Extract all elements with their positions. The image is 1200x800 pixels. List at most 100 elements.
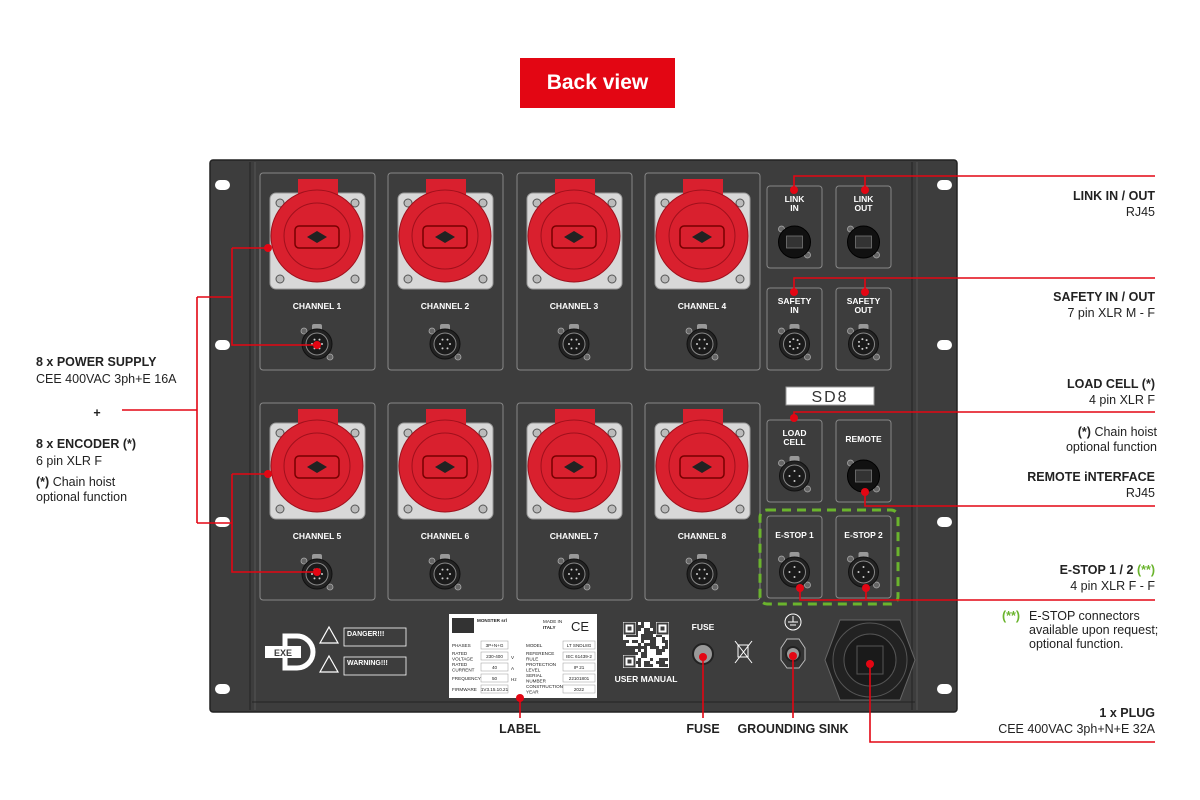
estop-note-mark: (**) bbox=[1002, 609, 1020, 623]
user-manual-text: USER MANUAL bbox=[615, 674, 678, 684]
power-sub: CEE 400VAC 3ph+E 16A bbox=[36, 372, 177, 386]
cee-16a-socket[interactable] bbox=[397, 179, 494, 290]
encoder-xlr-connector[interactable] bbox=[557, 554, 591, 591]
encoder-xlr-connector[interactable] bbox=[557, 324, 591, 361]
plug-title: 1 x PLUG bbox=[1099, 706, 1155, 720]
fuse-panel-text: FUSE bbox=[692, 622, 715, 632]
title-badge: Back view bbox=[520, 58, 675, 108]
svg-text:EXE: EXE bbox=[274, 648, 292, 658]
estop-note-1: E-STOP connectors bbox=[1029, 609, 1140, 623]
label-unit: A bbox=[511, 666, 515, 671]
channel-5: CHANNEL 5 bbox=[259, 402, 376, 601]
channel-3: CHANNEL 3 bbox=[516, 172, 633, 371]
safety-in-label: SAFETY bbox=[778, 296, 812, 306]
estop-title: E-STOP 1 / 2 (**) bbox=[1060, 563, 1155, 577]
ce-mark: CE bbox=[571, 619, 589, 634]
qr-code-icon bbox=[623, 622, 669, 668]
encoder-xlr-connector[interactable] bbox=[685, 324, 719, 361]
label-value: 22101801 bbox=[569, 676, 590, 681]
model-badge bbox=[785, 386, 875, 406]
channel-label: CHANNEL 6 bbox=[421, 531, 470, 541]
channel-label: CHANNEL 1 bbox=[293, 301, 342, 311]
label-value: 50 bbox=[492, 676, 498, 681]
label-unit: Hz bbox=[511, 677, 517, 682]
link-in-connector[interactable] bbox=[778, 225, 811, 259]
channel-label: CHANNEL 7 bbox=[550, 531, 599, 541]
warning-triangle-icon bbox=[318, 625, 340, 673]
cee-16a-socket[interactable] bbox=[526, 179, 623, 290]
chain-note-right-1: (*) Chain hoist bbox=[1078, 425, 1158, 439]
estop-2: E-STOP 2 bbox=[835, 515, 892, 599]
label-value: IP 21 bbox=[574, 665, 585, 670]
load-cell-title: LOAD CELL (*) bbox=[1067, 377, 1155, 391]
cee-16a-socket[interactable] bbox=[526, 409, 623, 520]
cee-symbol-icon bbox=[564, 461, 584, 473]
estop-1-connector[interactable] bbox=[778, 552, 811, 589]
encoder-xlr-connector[interactable] bbox=[428, 554, 462, 591]
leader-dots bbox=[264, 186, 874, 702]
link-title: LINK IN / OUT bbox=[1073, 189, 1155, 203]
estop-2-connector[interactable] bbox=[847, 552, 880, 589]
rack-mount-holes bbox=[215, 180, 952, 694]
estop-note-2: available upon request; bbox=[1029, 623, 1158, 637]
label-key: PHASES bbox=[452, 643, 471, 648]
label-value: 2022 bbox=[574, 687, 585, 692]
cee-16a-socket[interactable] bbox=[269, 409, 366, 520]
cee-symbol-icon bbox=[564, 231, 584, 243]
load-cell-connector[interactable] bbox=[778, 456, 811, 493]
cee-symbol-icon bbox=[307, 461, 327, 473]
label-key: RATED VOLTAGE bbox=[452, 651, 473, 661]
label-key: SERIAL NUMBER bbox=[526, 673, 547, 683]
channel-label: CHANNEL 2 bbox=[421, 301, 470, 311]
remote-label: REMOTE bbox=[845, 434, 882, 444]
estop-note-3: optional function. bbox=[1029, 637, 1124, 651]
cee-16a-socket[interactable] bbox=[397, 409, 494, 520]
label-key: REFERENCE RULE bbox=[526, 651, 556, 661]
label-unit: V bbox=[511, 655, 515, 660]
label-key: RATED CURRENT bbox=[452, 662, 475, 672]
encoder-xlr-connector[interactable] bbox=[428, 324, 462, 361]
estop-1: E-STOP 1 bbox=[766, 515, 823, 599]
power-title: 8 x POWER SUPPLY bbox=[36, 355, 157, 369]
cee-16a-socket[interactable] bbox=[654, 179, 751, 290]
made-in-country: ITALY bbox=[543, 625, 556, 630]
cee-16a-socket[interactable] bbox=[654, 409, 751, 520]
label-key: CONSTRUCTION YEAR bbox=[526, 684, 564, 694]
label-key: FREQUENCY bbox=[452, 676, 481, 681]
link-in-label: LINK bbox=[785, 194, 806, 204]
channel-2: CHANNEL 2 bbox=[387, 172, 504, 371]
label-key: FIRMWARE bbox=[452, 687, 477, 692]
remote-sub: RJ45 bbox=[1126, 486, 1155, 500]
label-key: PROTECTION LEVEL bbox=[526, 662, 557, 672]
label-value: 3P+N+G bbox=[486, 643, 504, 648]
chain-note-right-2: optional function bbox=[1066, 440, 1157, 454]
label-value: 40 bbox=[492, 665, 498, 670]
warning-text: WARNING!!! bbox=[347, 660, 388, 667]
danger-sticker bbox=[343, 627, 407, 647]
estop-sub: 4 pin XLR F - F bbox=[1070, 579, 1155, 593]
safety-in-connector[interactable] bbox=[778, 324, 811, 361]
load-cell-label: CELL bbox=[783, 437, 805, 447]
safety-title: SAFETY IN / OUT bbox=[1053, 290, 1155, 304]
safety-out-connector[interactable] bbox=[847, 324, 880, 361]
label-value: IEC 61439-2 bbox=[566, 654, 592, 659]
channel-label: CHANNEL 3 bbox=[550, 301, 599, 311]
cee-16a-socket[interactable] bbox=[269, 179, 366, 290]
label-value: 230-400 bbox=[486, 654, 503, 659]
encoder-xlr-connector[interactable] bbox=[685, 554, 719, 591]
cee-symbol-icon bbox=[435, 231, 455, 243]
safety-in-label: IN bbox=[790, 305, 799, 315]
page-title: Back view bbox=[546, 71, 649, 94]
link-out-connector[interactable] bbox=[847, 225, 880, 259]
plug-sub: CEE 400VAC 3ph+N+E 32A bbox=[998, 722, 1155, 736]
link-in-label: IN bbox=[790, 203, 799, 213]
label-value: LT SNDL8G bbox=[567, 643, 592, 648]
encoder-title: 8 x ENCODER (*) bbox=[36, 437, 136, 451]
remote-connector[interactable] bbox=[847, 459, 880, 493]
cee-symbol-icon bbox=[435, 461, 455, 473]
